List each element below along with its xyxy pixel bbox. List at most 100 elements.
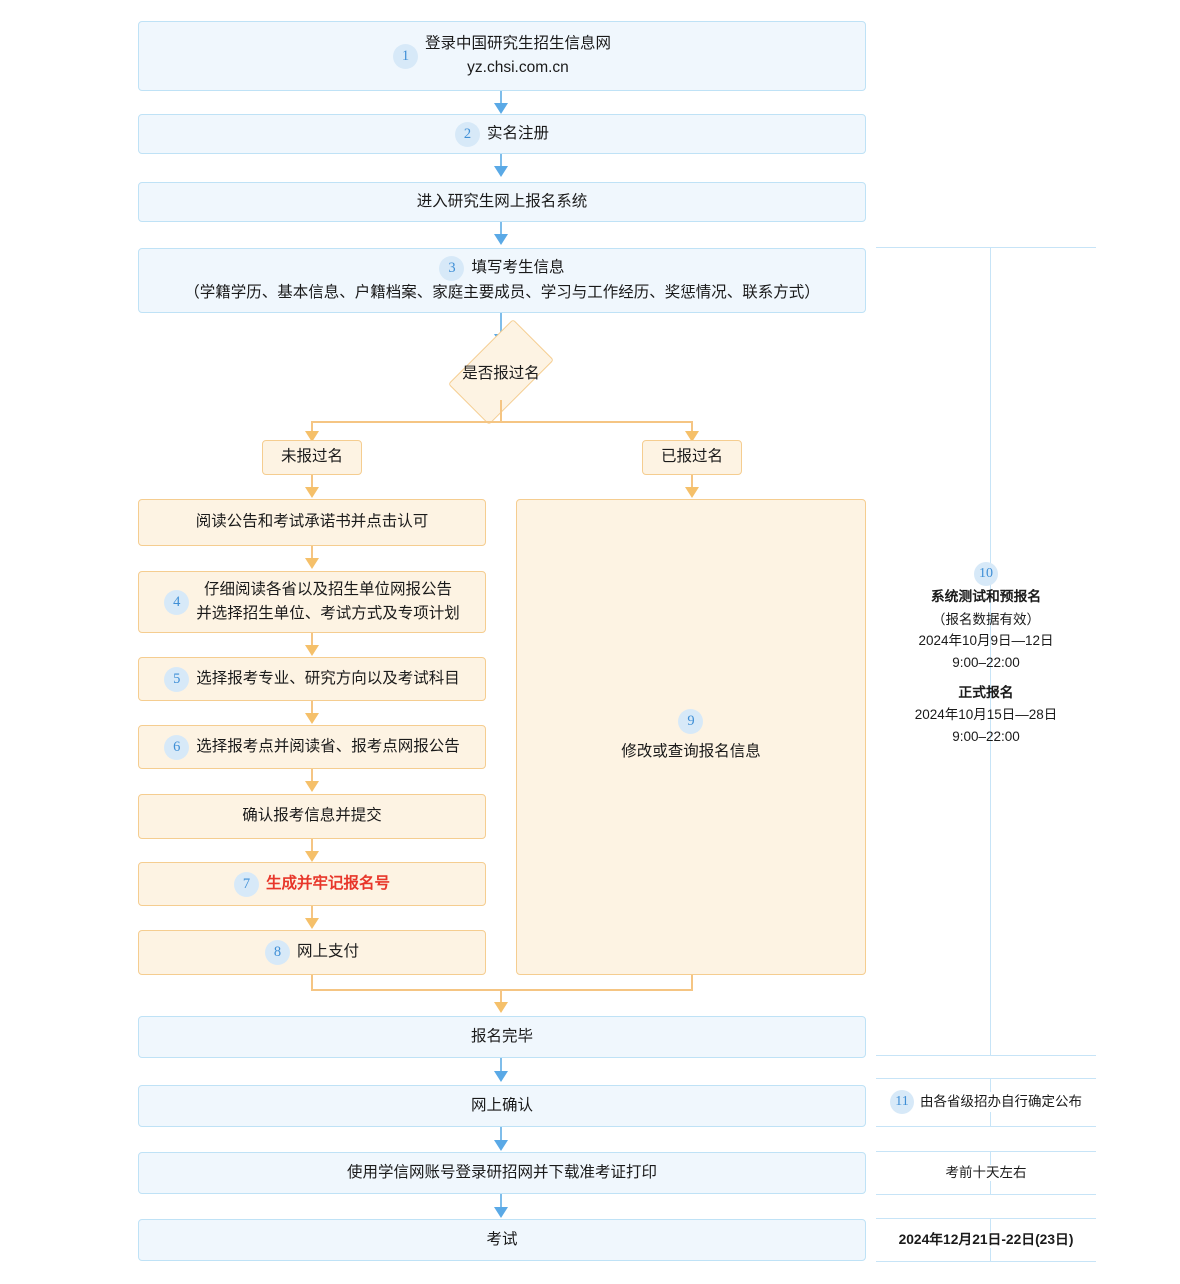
panel-line-bottom-admit [876, 1194, 1096, 1195]
step5-label: 选择报考专业、研究方向以及考试科目 [196, 669, 460, 687]
arrowhead-branch-no-down [305, 487, 319, 498]
formal-registration-time: 9:00–22:00 [952, 728, 1020, 744]
node-step2-realname-register[interactable]: 2 实名注册 [138, 114, 866, 154]
arrowhead-2-to-enter [494, 166, 508, 177]
arrowhead-confirm-to-7 [305, 851, 319, 862]
step3-line1: 填写考生信息 [471, 259, 565, 277]
panel-tick-bottom-exam [990, 1248, 991, 1262]
node-step8-online-payment[interactable]: 8 网上支付 [138, 930, 486, 975]
exam-label: 考试 [486, 1230, 518, 1248]
connector-6-to-confirm [311, 769, 313, 782]
connector-branch-no-down [311, 475, 313, 488]
timeline-badge-10: 10 [974, 562, 998, 587]
step-badge-1: 1 [392, 43, 418, 69]
step-badge-2: 2 [454, 121, 480, 147]
arrowhead-branch-no [305, 431, 319, 442]
step-badge-4: 4 [164, 589, 190, 615]
step7-label: 生成并牢记报名号 [265, 874, 390, 892]
formal-registration-title: 正式报名 [958, 685, 1014, 701]
arrowhead-6-to-confirm [305, 781, 319, 792]
panel-line-bottom-confirm [876, 1126, 1096, 1127]
merge-left-stem [311, 975, 313, 991]
online-confirmation-label: 网上确认 [470, 1096, 533, 1114]
pre-registration-date: 2024年10月9日—12日 [918, 633, 1054, 649]
node-step5-select-major[interactable]: 5 选择报考专业、研究方向以及考试科目 [138, 657, 486, 701]
connector-4-to-5 [311, 633, 313, 646]
node-branch-not-registered[interactable]: 未报过名 [262, 440, 362, 475]
arrowhead-merge-down [494, 1002, 508, 1013]
branch-no-label: 未报过名 [280, 448, 343, 466]
step-badge-5: 5 [164, 666, 190, 692]
panel-tick-bottom-admit [990, 1181, 991, 1195]
connector-branch-yes-down [691, 475, 693, 488]
timeline-cell-admit-card: 考前十天左右 [876, 1151, 1096, 1195]
node-download-admit-card[interactable]: 使用学信网账号登录研招网并下载准考证打印 [138, 1152, 866, 1194]
panel-line-bottom-exam [876, 1261, 1096, 1262]
step6-label: 选择报考点并阅读省、报考点网报公告 [196, 737, 460, 755]
step8-label: 网上支付 [296, 943, 359, 961]
panel-tick-top-exam [990, 1218, 991, 1232]
decision-stem [500, 400, 502, 422]
step4-line2: 并选择招生单位、考试方式及专项计划 [196, 605, 460, 622]
step-badge-8: 8 [264, 940, 290, 965]
node-step9-modify-or-query[interactable]: 9 修改或查询报名信息 [516, 499, 866, 975]
step4-line1: 仔细阅读各省以及招生单位网报公告 [203, 580, 452, 598]
connector-5-to-6 [311, 701, 313, 714]
panel-line-top-confirm [876, 1078, 1096, 1079]
panel-line-top-exam [876, 1218, 1096, 1219]
arrowhead-1-to-2 [494, 103, 508, 114]
step-badge-9: 9 [678, 709, 704, 735]
step3-line2-details: （学籍学历、基本信息、户籍档案、家庭主要成员、学习与工作经历、奖惩情况、联系方式… [184, 283, 820, 301]
arrowhead-done-to-online-confirm [494, 1071, 508, 1082]
node-online-confirmation[interactable]: 网上确认 [138, 1085, 866, 1127]
decision-already-registered[interactable]: 是否报过名 [428, 318, 574, 426]
merge-horizontal [311, 989, 693, 991]
panel-line-top-admit [876, 1151, 1096, 1152]
arrowhead-7-to-8 [305, 918, 319, 929]
node-step3-fill-candidate-info[interactable]: 3 填写考生信息 （学籍学历、基本信息、户籍档案、家庭主要成员、学习与工作经历、… [138, 248, 866, 313]
arrowhead-4-to-5 [305, 645, 319, 656]
step9-label: 修改或查询报名信息 [621, 743, 761, 761]
node-enter-registration-system[interactable]: 进入研究生网上报名系统 [138, 182, 866, 222]
arrowhead-read-to-4 [305, 558, 319, 569]
read-announcement-label: 阅读公告和考试承诺书并点击认可 [195, 513, 429, 531]
merge-down-stem [500, 989, 502, 1003]
arrowhead-confirm-to-admit [494, 1140, 508, 1151]
node-step7-generate-registration-number[interactable]: 7 生成并牢记报名号 [138, 862, 486, 906]
step-badge-7: 7 [233, 871, 259, 897]
branch-yes-stem [691, 421, 693, 433]
node-branch-already-registered[interactable]: 已报过名 [642, 440, 742, 475]
timeline-cell-registration: 10 系统测试和预报名 （报名数据有效） 2024年10月9日—12日 9:00… [876, 555, 1096, 755]
panel-tick-top-confirm [990, 1078, 991, 1092]
node-registration-complete[interactable]: 报名完毕 [138, 1016, 866, 1058]
node-read-announcement[interactable]: 阅读公告和考试承诺书并点击认可 [138, 499, 486, 546]
pre-registration-time: 9:00–22:00 [952, 654, 1020, 670]
branch-yes-label: 已报过名 [660, 448, 723, 466]
decision-split-horizontal [311, 421, 693, 423]
enter-system-label: 进入研究生网上报名系统 [416, 192, 588, 210]
timeline-confirm-label: 由各省级招办自行确定公布 [920, 1094, 1082, 1110]
timeline-exam-date: 2024年12月21日-22日(23日) [898, 1231, 1074, 1247]
connector-confirm-to-admit [500, 1127, 502, 1141]
arrowhead-branch-yes [685, 431, 699, 442]
connector-3-to-decision [500, 313, 502, 335]
timeline-cell-exam: 2024年12月21日-22日(23日) [876, 1218, 1096, 1262]
node-step4-select-institution[interactable]: 4 仔细阅读各省以及招生单位网报公告 并选择招生单位、考试方式及专项计划 [138, 571, 486, 633]
panel-line-bottom-registration [876, 1055, 1096, 1056]
formal-registration-date: 2024年10月15日—28日 [914, 707, 1058, 723]
branch-no-stem [311, 421, 313, 433]
step1-line1: 登录中国研究生招生信息网 [424, 34, 611, 52]
node-step6-select-exam-site[interactable]: 6 选择报考点并阅读省、报考点网报公告 [138, 725, 486, 769]
connector-admit-to-exam [500, 1194, 502, 1208]
connector-2-to-enter [500, 154, 502, 167]
arrowhead-branch-yes-down [685, 487, 699, 498]
registration-complete-label: 报名完毕 [470, 1027, 533, 1045]
node-confirm-and-submit[interactable]: 确认报考信息并提交 [138, 794, 486, 839]
panel-divider-registration [990, 247, 991, 1055]
node-exam[interactable]: 考试 [138, 1219, 866, 1261]
step-badge-3: 3 [439, 255, 465, 281]
node-step1-login[interactable]: 1 登录中国研究生招生信息网 yz.chsi.com.cn [138, 21, 866, 91]
arrowhead-enter-to-3 [494, 234, 508, 245]
timeline-badge-11: 11 [890, 1090, 914, 1114]
